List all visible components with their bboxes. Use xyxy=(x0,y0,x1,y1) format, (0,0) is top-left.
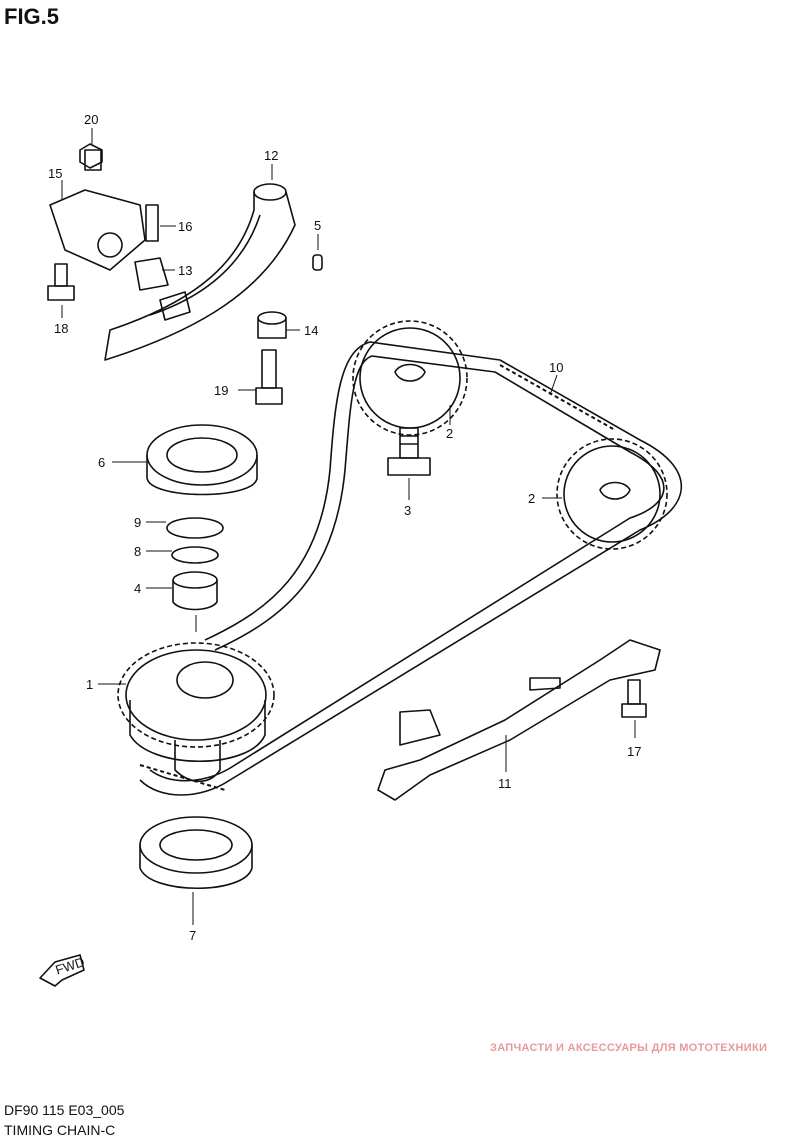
crank-gear xyxy=(117,642,275,783)
fwd-arrow-icon xyxy=(39,954,85,987)
nut xyxy=(79,143,103,169)
callout-11: 11 xyxy=(498,776,512,791)
leader-lines xyxy=(61,128,636,925)
watermark-tagline: ЗАПЧАСТИ И АКСЕССУАРЫ ДЛЯ МОТОТЕХНИКИ xyxy=(490,1042,768,1054)
callout-2a: 2 xyxy=(446,426,453,441)
callout-10: 10 xyxy=(549,360,563,375)
tensioner-plate xyxy=(134,257,169,291)
callout-16: 16 xyxy=(178,219,192,234)
callout-14: 14 xyxy=(304,323,318,338)
callout-18: 18 xyxy=(54,321,68,336)
callout-9: 9 xyxy=(134,515,141,530)
callout-15: 15 xyxy=(48,166,62,181)
callout-20: 20 xyxy=(84,112,98,127)
callout-1: 1 xyxy=(86,677,93,692)
callout-5: 5 xyxy=(314,218,321,233)
collar xyxy=(172,571,218,611)
callout-8: 8 xyxy=(134,544,141,559)
callout-12: 12 xyxy=(264,148,278,163)
callout-4: 4 xyxy=(134,581,141,596)
cam-sprocket-lower xyxy=(556,438,668,550)
tensioner-arm xyxy=(104,183,296,361)
callout-13: 13 xyxy=(178,263,192,278)
callout-19: 19 xyxy=(214,383,228,398)
guide-bolt xyxy=(621,679,647,718)
callout-6: 6 xyxy=(98,455,105,470)
chain-guide xyxy=(377,639,661,801)
figure-subtitle: TIMING CHAIN-C xyxy=(4,1122,116,1138)
bearing-lower xyxy=(139,816,253,889)
stud-bolt xyxy=(145,204,159,242)
timing-chain xyxy=(139,341,683,796)
figure-title: FIG.5 xyxy=(4,4,60,29)
tensioner-body xyxy=(49,149,146,271)
arm-spacer xyxy=(257,311,287,339)
tensioner-bolt xyxy=(47,263,75,301)
figure-code: DF90 115 E03_005 xyxy=(4,1102,125,1118)
arm-bolt xyxy=(255,349,283,405)
bearing-upper xyxy=(146,424,258,496)
callout-labels: 20 15 16 13 18 12 5 14 19 10 2 3 2 6 9 8… xyxy=(48,112,641,978)
callout-2b: 2 xyxy=(528,491,535,506)
o-ring xyxy=(171,546,219,564)
callout-3: 3 xyxy=(404,503,411,518)
dowel-pin xyxy=(312,254,323,271)
callout-17: 17 xyxy=(627,744,641,759)
sprocket-bolt xyxy=(387,427,431,476)
callout-7: 7 xyxy=(189,928,196,943)
circlip xyxy=(166,517,224,539)
